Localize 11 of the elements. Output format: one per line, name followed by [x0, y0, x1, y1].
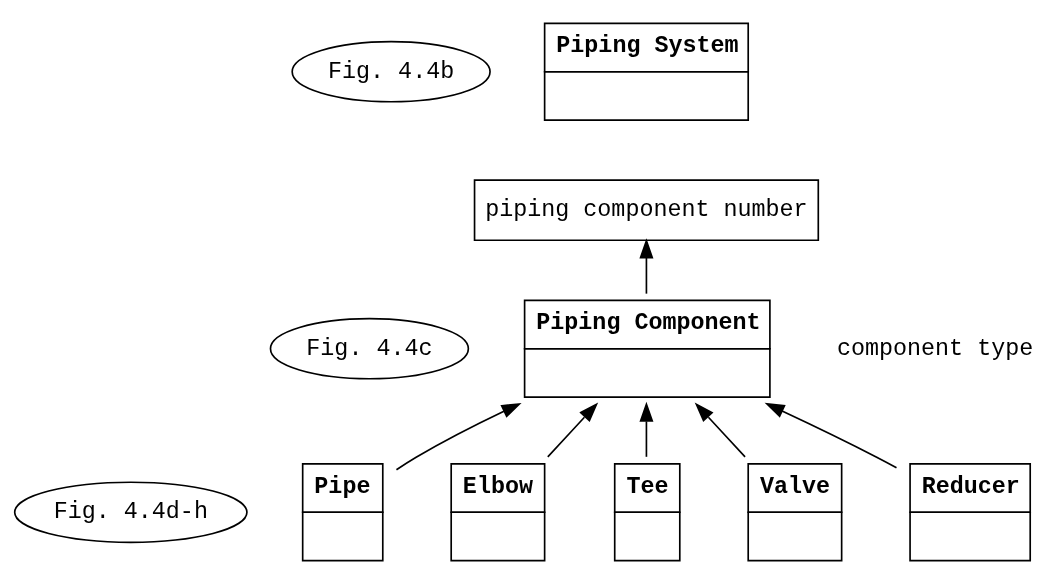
arrow — [395, 402, 522, 471]
arrow — [694, 401, 746, 458]
arrow — [764, 402, 898, 469]
arrow — [546, 401, 599, 458]
node-ellipse: Fig. 4.4d-h — [13, 480, 248, 543]
node-ellipse: Fig. 4.4b — [291, 40, 491, 103]
label: component type — [836, 335, 1034, 362]
arrow — [639, 401, 654, 458]
node-ellipse: Fig. 4.4c — [269, 317, 470, 380]
node-box: piping component number — [473, 178, 820, 241]
arrow — [639, 237, 654, 294]
